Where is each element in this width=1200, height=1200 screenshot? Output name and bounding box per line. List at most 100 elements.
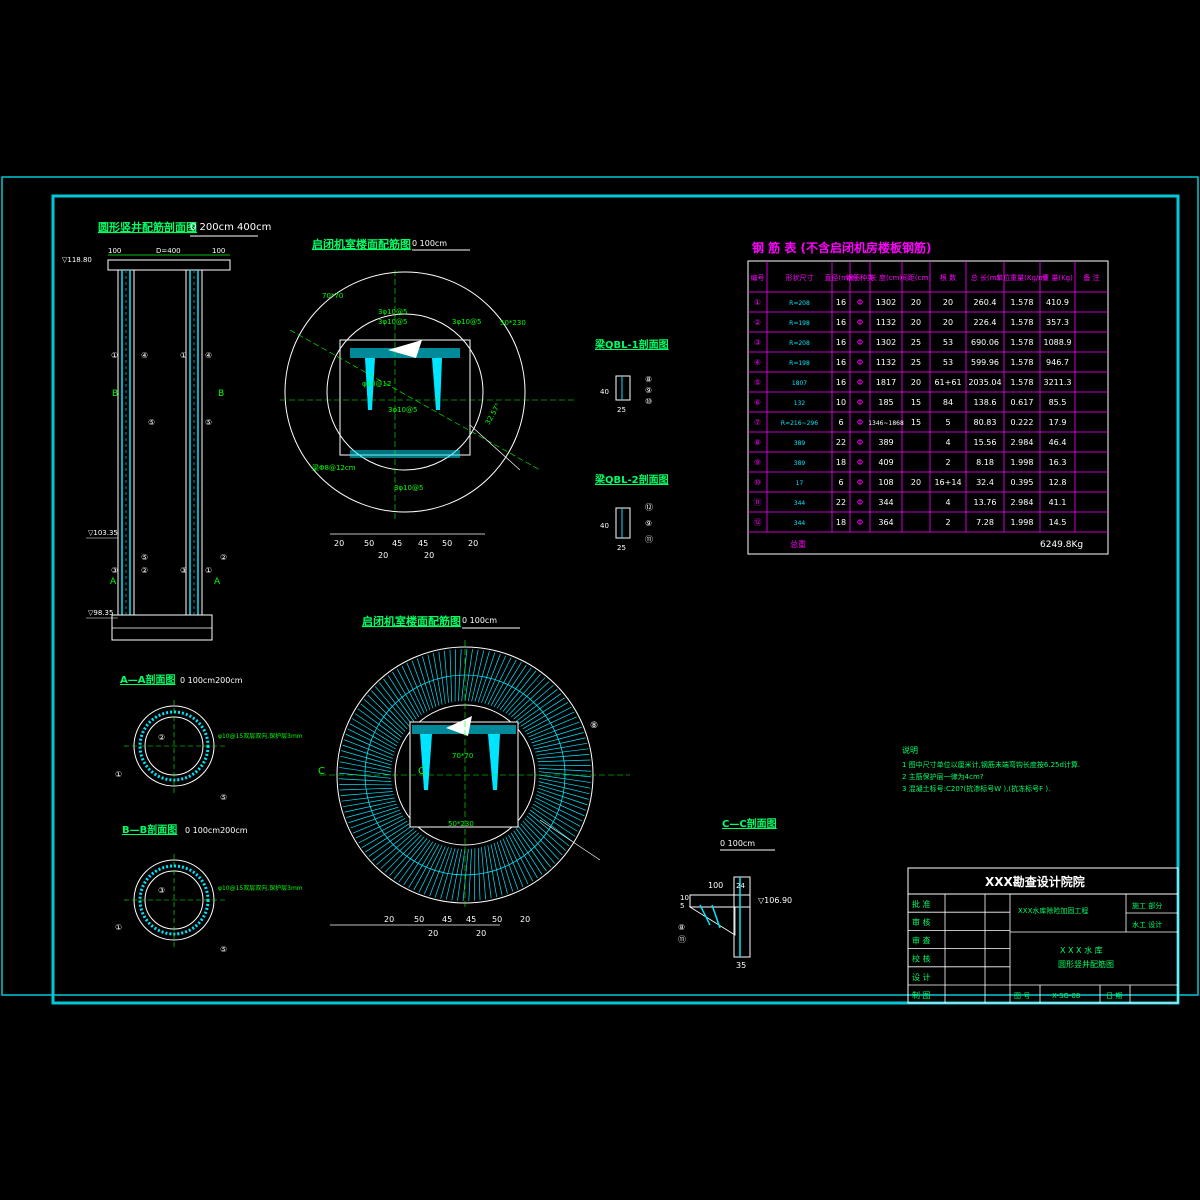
table-cell-type: Φ [857, 318, 863, 327]
table-cell-unit: 1.998 [1011, 458, 1034, 467]
beam1-section: 梁QBL-1剖面图 40 25 ⑧ ⑨ ⑩ [594, 338, 669, 414]
table-cell-dia: 16 [836, 358, 846, 367]
table-header: 总 长(m) [971, 273, 1000, 282]
elevation-view: 圆形竖井配筋剖面图 0 200cm 400cm 100 D=400 100 ▽1… [62, 220, 271, 641]
cc-title: C—C剖面图 [722, 817, 777, 830]
rebar-table-text: 编号形状尺寸直径(mm)钢筋种类长 度(cm)间距(cm)根 数总 长(m)单位… [751, 273, 1100, 550]
table-header: 备 注 [1083, 273, 1099, 282]
table-cell-type: Φ [857, 518, 863, 527]
table-cell-unit: 1.578 [1011, 378, 1034, 387]
pl-dim-6: 20 [520, 915, 530, 924]
plan-lower-scale: 0 100cm [462, 616, 497, 625]
table-cell-type: Φ [857, 438, 863, 447]
table-cell-sp: 20 [911, 478, 921, 487]
pl-dim-5: 50 [492, 915, 502, 924]
beam1-mark-3: ⑩ [645, 397, 652, 406]
table-cell-sp: 25 [911, 358, 921, 367]
pl-mark: ⑧ [590, 721, 598, 731]
tb-drawing-name: 圆形竖井配筋图 [1058, 959, 1114, 969]
aa-mark-2: ① [115, 770, 122, 779]
pu-dim-2: 50 [364, 539, 374, 548]
table-cell-total: 8.18 [976, 458, 994, 467]
notes: 说明 1 图中尺寸单位以厘米计,钢筋末端弯钩长度按6.25d计算. 2 主筋保护… [902, 745, 1080, 793]
pu-label-8: 梁Φ8@12cm [312, 463, 356, 472]
tb-phase-2: 水工 设计 [1132, 920, 1162, 929]
beam2-dim-h: 40 [600, 522, 609, 530]
table-total-value: 6249.8Kg [1040, 540, 1083, 550]
elev-dim-3: 100 [212, 247, 225, 255]
plan-lower-view: 启闭机室楼面配筋图 0 100cm 70*70 50*230 C C ⑧ 20 … [318, 614, 630, 938]
table-cell-shape: R=208 [789, 340, 810, 347]
pu-dim-6: 20 [468, 539, 478, 548]
table-cell-weight: 41.1 [1049, 498, 1067, 507]
table-cell-cnt: 20 [943, 298, 953, 307]
pl-dim-1: 20 [384, 915, 394, 924]
elev-dim-1: 100 [108, 247, 121, 255]
table-cell-type: Φ [857, 338, 863, 347]
table-cell-sp: 25 [911, 338, 921, 347]
elev-dim-2: D=400 [156, 247, 181, 255]
table-cell-cnt: 53 [943, 358, 953, 367]
plan-lower-title: 启闭机室楼面配筋图 [362, 614, 461, 628]
beam2-mark-2: ⑨ [645, 519, 652, 528]
elev-section-b-left: B [112, 389, 118, 399]
bb-note: φ10@15双层双向,保护层3mm [218, 884, 303, 892]
table-cell-dia: 16 [836, 298, 846, 307]
table-header: 单位重量(Kg/m) [996, 273, 1048, 282]
table-cell-len: 1302 [876, 298, 896, 307]
aa-mark-1: ② [158, 733, 165, 742]
tb-left-label: 制 图 [912, 990, 931, 1000]
table-cell-unit: 1.578 [1011, 318, 1034, 327]
pl-dim2-2: 20 [476, 929, 486, 938]
table-header: 形状尺寸 [786, 273, 814, 282]
table-cell-unit: 2.984 [1011, 438, 1034, 447]
table-cell-unit: 1.578 [1011, 298, 1034, 307]
outer-frame [1, 176, 1199, 996]
elev-mark-l2: ④ [141, 351, 148, 360]
table-cell-len: 364 [878, 518, 893, 527]
table-cell-no: ⑧ [754, 438, 761, 447]
beam2-section: 梁QBL-2剖面图 40 25 ⑫ ⑨ ⑪ [594, 473, 669, 552]
table-cell-cnt: 2 [945, 458, 950, 467]
table-header: 编号 [751, 273, 765, 282]
pu-label-7: φ10@12 [362, 380, 391, 388]
inner-frame [51, 194, 1180, 1005]
bb-mark-1: ③ [158, 886, 165, 895]
beam1-title: 梁QBL-1剖面图 [594, 338, 669, 351]
pu-label-6: 3φ10@5 [388, 406, 417, 414]
table-cell-len: 1132 [876, 358, 896, 367]
table-total-label: 总重 [790, 539, 806, 549]
pu-dim-5: 50 [442, 539, 452, 548]
elev-level-top: ▽118.80 [62, 256, 92, 264]
table-cell-weight: 12.8 [1049, 478, 1067, 487]
cc-level: ▽106.90 [758, 896, 792, 905]
pl-dim2-1: 20 [428, 929, 438, 938]
pu-label-1: 70*70 [322, 292, 343, 300]
tb-left-label: 校 核 [912, 954, 931, 964]
beam1-mark-1: ⑧ [645, 375, 652, 384]
table-cell-weight: 16.3 [1049, 458, 1067, 467]
table-cell-unit: 0.617 [1011, 398, 1034, 407]
pu-label-2: 3φ10@5 [378, 308, 407, 316]
notes-line-2: 2 主筋保护层一律为4cm? [902, 772, 984, 781]
table-cell-shape: 389 [794, 440, 806, 447]
elev-level-mid: ▽103.35 [88, 529, 118, 537]
tb-project: XXX水库除险加固工程 [1018, 906, 1088, 915]
table-cell-no: ⑩ [754, 478, 761, 487]
elev-mark-r6: ① [205, 566, 212, 575]
table-cell-cnt: 53 [943, 338, 953, 347]
table-cell-total: 7.28 [976, 518, 994, 527]
pl-dim-2: 50 [414, 915, 424, 924]
table-cell-dia: 16 [836, 338, 846, 347]
table-cell-len: 344 [878, 498, 893, 507]
table-cell-weight: 14.5 [1049, 518, 1067, 527]
rebar-table-title: 钢 筋 表 (不含启闭机房楼板钢筋) [752, 240, 932, 255]
table-cell-cnt: 4 [945, 498, 950, 507]
elev-mark-r1: ① [180, 351, 187, 360]
table-cell-no: ⑦ [754, 418, 761, 427]
table-cell-type: Φ [857, 418, 863, 427]
table-cell-weight: 946.7 [1046, 358, 1069, 367]
pl-label-2: 50*230 [448, 820, 474, 828]
table-header: 直径(mm) [824, 273, 857, 282]
table-cell-unit: 0.395 [1011, 478, 1034, 487]
